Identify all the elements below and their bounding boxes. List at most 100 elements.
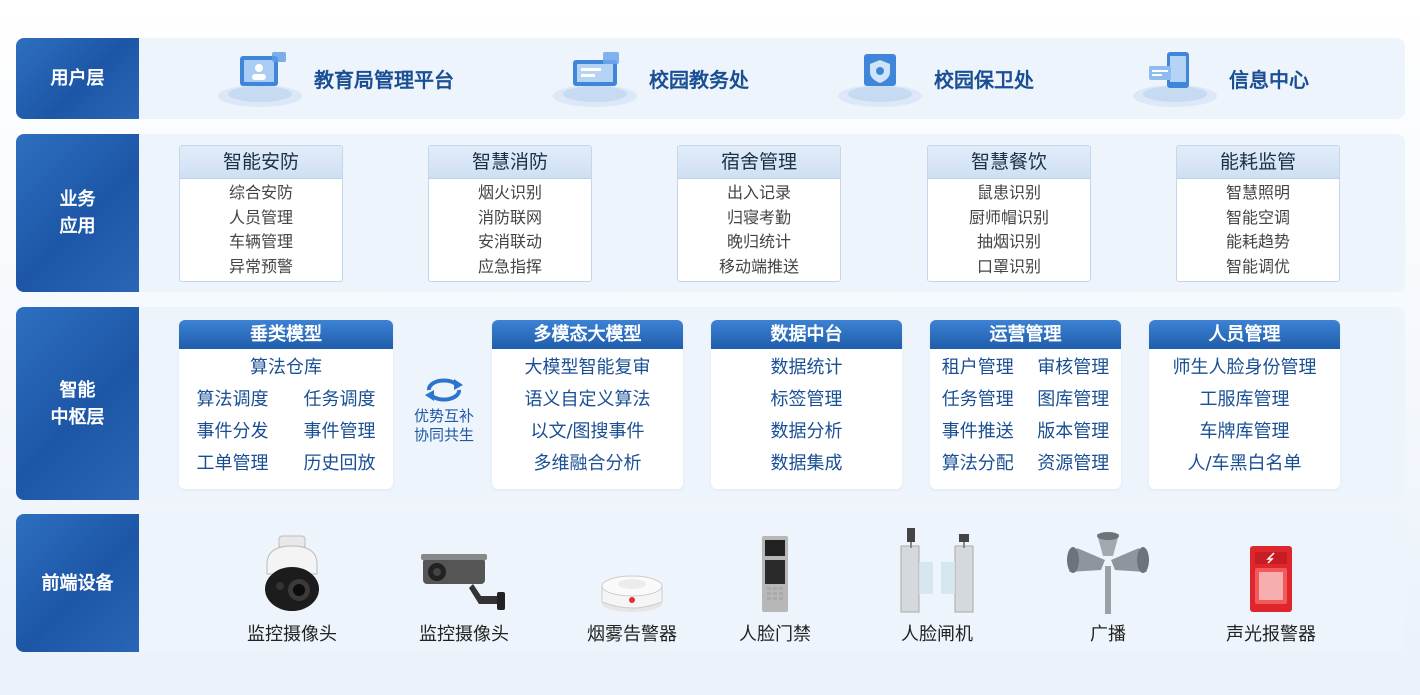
mid-card-title: 多模态大模型 — [492, 320, 683, 349]
user-item-info-center[interactable]: 信息中心 — [1127, 46, 1309, 110]
device-label: 人脸闸机 — [901, 624, 973, 645]
user-item-label: 校园教务处 — [649, 67, 749, 92]
user-item-security-office[interactable]: 校园保卫处 — [832, 46, 1034, 110]
biz-card-energy[interactable]: 能耗监管 智慧照明 智能空调 能耗趋势 智能调优 — [1176, 145, 1340, 282]
mid-card-title: 数据中台 — [711, 320, 902, 349]
biz-card-item: 出入记录 — [726, 183, 791, 202]
mid-card-operations[interactable]: 运营管理 租户管理 审核管理 任务管理 图库管理 事件推送 版本管理 算法分配 … — [930, 320, 1121, 489]
device-strobe-alarm[interactable]: 声光报警器 — [1211, 526, 1331, 646]
biz-card-item: 晚归统计 — [726, 232, 791, 251]
biz-card-item: 烟火识别 — [477, 183, 542, 202]
biz-card-smart-security[interactable]: 智能安防 综合安防 人员管理 车辆管理 异常预警 — [179, 145, 343, 282]
mid-card-item: 事件管理 — [303, 421, 376, 442]
mid-card-item: 事件推送 — [941, 421, 1014, 442]
dome-camera-icon — [265, 535, 319, 611]
info-center-icon — [1133, 52, 1217, 107]
smoke-detector-icon — [601, 575, 663, 612]
biz-card-item: 鼠患识别 — [976, 183, 1041, 202]
user-item-label: 教育局管理平台 — [314, 67, 454, 92]
biz-card-item: 综合安防 — [228, 183, 293, 202]
biz-card-item: 智能空调 — [1225, 207, 1290, 227]
mid-card-item: 多维融合分析 — [533, 453, 642, 474]
mid-card-item: 数据分析 — [770, 421, 843, 442]
mid-card-item: 资源管理 — [1037, 453, 1110, 474]
biz-card-item: 能耗趋势 — [1225, 232, 1290, 251]
device-label: 人脸门禁 — [739, 624, 811, 645]
mid-card-item: 算法调度 — [196, 389, 269, 410]
biz-card-item: 归寝考勤 — [726, 207, 791, 227]
bullet-camera-icon — [421, 554, 505, 610]
device-loudspeaker[interactable]: 广播 — [1048, 526, 1168, 646]
mid-card-item: 人/车黑白名单 — [1187, 453, 1302, 474]
face-gate-icon — [900, 528, 974, 613]
sync-arrows-icon — [425, 378, 463, 402]
user-layer-row: 用户层 教育局管理平台 校园教务处 — [16, 38, 1405, 119]
biz-card-item: 智慧照明 — [1225, 183, 1290, 202]
mid-card-item: 任务管理 — [941, 389, 1014, 410]
loudspeaker-icon — [1067, 532, 1149, 614]
row-label-business: 业务 应用 — [16, 134, 139, 292]
device-label: 烟雾告警器 — [587, 624, 677, 645]
synergy-line-2: 协同共生 — [413, 426, 474, 444]
face-access-icon — [762, 536, 788, 612]
biz-card-item: 消防联网 — [477, 207, 542, 227]
mid-card-item: 算法仓库 — [250, 357, 322, 378]
middle-layer-row: 智能 中枢层 垂类模型 算法仓库 算法调度 任务调度 事件分发 事件管理 工单管… — [16, 307, 1405, 500]
mid-card-multimodal[interactable]: 多模态大模型 大模型智能复审 语义自定义算法 以文/图搜事件 多维融合分析 — [492, 320, 683, 489]
mid-card-item: 数据统计 — [770, 357, 843, 378]
strobe-alarm-icon — [1250, 546, 1292, 612]
biz-card-item: 移动端推送 — [718, 256, 799, 276]
mid-card-item: 任务调度 — [303, 389, 376, 410]
device-label: 监控摄像头 — [247, 624, 337, 645]
mid-card-item: 标签管理 — [770, 389, 843, 410]
mid-card-item: 数据集成 — [770, 453, 843, 474]
device-label: 监控摄像头 — [419, 624, 509, 645]
mid-card-item: 版本管理 — [1037, 421, 1110, 442]
user-item-education-bureau[interactable]: 教育局管理平台 — [212, 46, 454, 110]
biz-card-title: 能耗监管 — [1177, 146, 1339, 179]
mid-card-item: 师生人脸身份管理 — [1172, 357, 1317, 378]
business-layer-row: 业务 应用 智能安防 综合安防 人员管理 车辆管理 异常预警 智慧消防 烟火识别… — [16, 134, 1405, 292]
biz-card-smart-fire[interactable]: 智慧消防 烟火识别 消防联网 安消联动 应急指挥 — [428, 145, 592, 282]
biz-card-smart-dining[interactable]: 智慧餐饮 鼠患识别 厨师帽识别 抽烟识别 口罩识别 — [927, 145, 1091, 282]
biz-card-dormitory[interactable]: 宿舍管理 出入记录 归寝考勤 晚归统计 移动端推送 — [677, 145, 841, 282]
device-face-access[interactable]: 人脸门禁 — [715, 526, 835, 646]
biz-card-item: 异常预警 — [228, 256, 293, 276]
biz-card-item: 车辆管理 — [228, 232, 293, 251]
row-label-middle: 智能 中枢层 — [16, 307, 139, 500]
user-item-academic-affairs[interactable]: 校园教务处 — [547, 46, 749, 110]
mid-card-item: 图库管理 — [1037, 389, 1110, 410]
row-label-devices: 前端设备 — [16, 514, 139, 652]
device-smoke-detector[interactable]: 烟雾告警器 — [572, 526, 692, 646]
biz-card-title: 智慧消防 — [429, 146, 591, 179]
device-dome-camera[interactable]: 监控摄像头 — [232, 526, 352, 646]
mid-card-vertical-model[interactable]: 垂类模型 算法仓库 算法调度 任务调度 事件分发 事件管理 工单管理 历史回放 — [179, 320, 393, 489]
user-item-label: 校园保卫处 — [934, 67, 1034, 92]
mid-card-item: 语义自定义算法 — [524, 389, 651, 410]
mid-card-title: 人员管理 — [1149, 320, 1340, 349]
biz-card-title: 智能安防 — [180, 146, 342, 179]
biz-card-title: 智慧餐饮 — [928, 146, 1090, 179]
device-face-gate[interactable]: 人脸闸机 — [877, 526, 997, 646]
biz-card-item: 抽烟识别 — [976, 232, 1041, 251]
device-bullet-camera[interactable]: 监控摄像头 — [404, 526, 524, 646]
devices-layer-row: 前端设备 监控摄像头 — [16, 514, 1405, 652]
biz-card-item: 应急指挥 — [477, 256, 542, 276]
synergy-line-1: 优势互补 — [413, 407, 474, 425]
biz-card-item: 厨师帽识别 — [968, 207, 1049, 227]
biz-card-item: 口罩识别 — [976, 256, 1041, 276]
platform-icon — [218, 52, 302, 107]
biz-card-item: 人员管理 — [228, 207, 293, 227]
synergy-note: 优势互补 协同共生 — [404, 377, 484, 445]
mid-card-data-center[interactable]: 数据中台 数据统计 标签管理 数据分析 数据集成 — [711, 320, 902, 489]
mid-card-title: 垂类模型 — [179, 320, 393, 349]
biz-card-item: 智能调优 — [1225, 256, 1290, 276]
mid-card-personnel[interactable]: 人员管理 师生人脸身份管理 工服库管理 车牌库管理 人/车黑白名单 — [1149, 320, 1340, 489]
mid-card-item: 车牌库管理 — [1199, 421, 1290, 442]
mid-card-item: 大模型智能复审 — [524, 357, 651, 378]
mid-card-item: 历史回放 — [303, 453, 376, 474]
mid-card-item: 租户管理 — [941, 357, 1014, 378]
biz-card-item: 安消联动 — [477, 232, 542, 251]
mid-card-item: 以文/图搜事件 — [530, 421, 645, 442]
device-label: 广播 — [1090, 624, 1126, 645]
